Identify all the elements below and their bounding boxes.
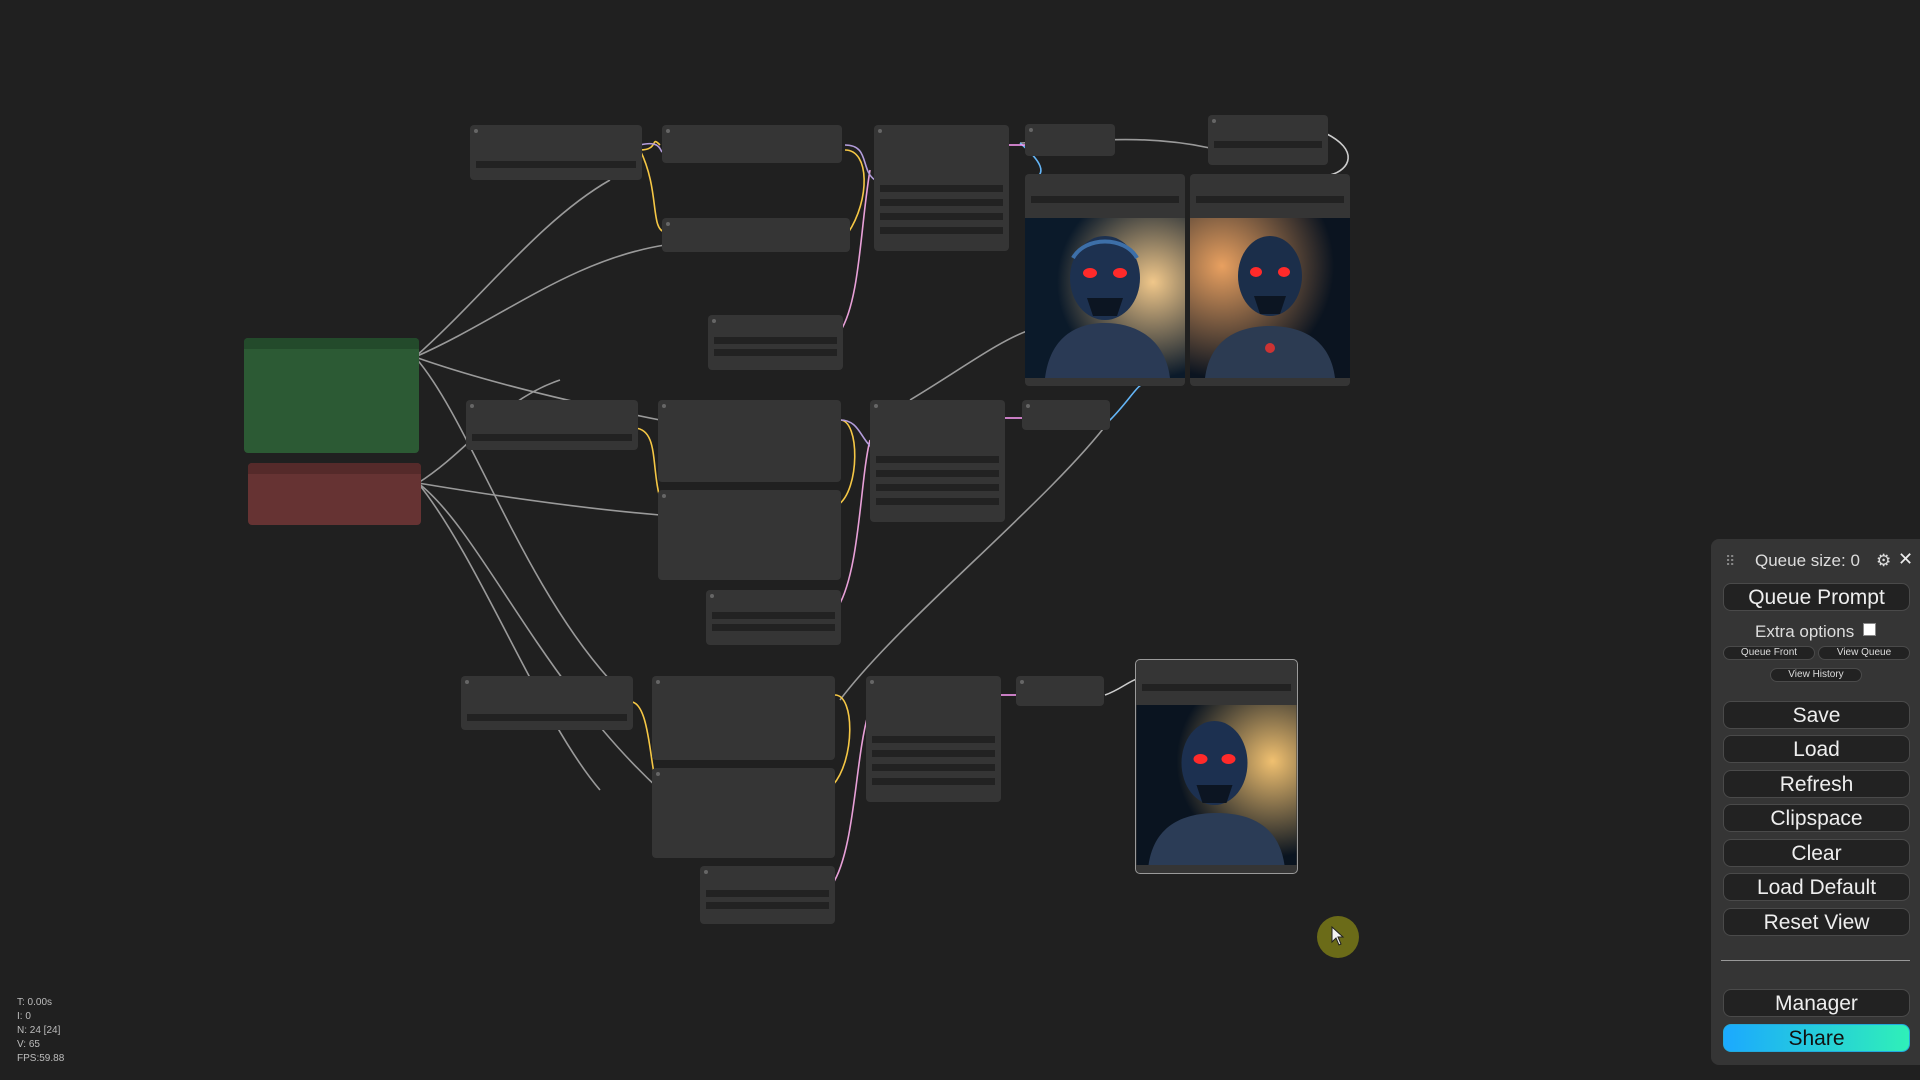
latent-node-3[interactable] — [700, 866, 835, 924]
mouse-pointer-icon — [1331, 926, 1345, 946]
queue-prompt-button[interactable]: Queue Prompt — [1723, 583, 1910, 611]
save-button[interactable]: Save — [1723, 701, 1910, 729]
loader-node-1[interactable] — [470, 125, 642, 180]
drag-handle-icon[interactable]: ⠿ — [1725, 553, 1735, 569]
extra-options-checkbox[interactable] — [1863, 623, 1876, 636]
sampler-node-3[interactable] — [866, 676, 1001, 802]
image-preview-node-2[interactable] — [1190, 174, 1350, 386]
negative-prompt-node[interactable] — [248, 463, 421, 525]
robot-image-1 — [1025, 218, 1185, 378]
model-node-2a[interactable] — [658, 400, 841, 482]
model-node-3a[interactable] — [652, 676, 835, 760]
positive-prompt-node[interactable] — [244, 338, 419, 453]
stat-iterations: I: 0 — [17, 1011, 31, 1022]
vae-decode-node-2[interactable] — [1022, 400, 1110, 430]
view-history-button[interactable]: View History — [1770, 668, 1862, 682]
vae-decode-node-1[interactable] — [1025, 124, 1115, 156]
cursor-highlight — [1317, 916, 1359, 958]
reset-view-button[interactable]: Reset View — [1723, 908, 1910, 936]
manager-button[interactable]: Manager — [1723, 989, 1910, 1017]
share-button[interactable]: Share — [1723, 1024, 1910, 1052]
vae-decode-node-3[interactable] — [1016, 676, 1104, 706]
image-preview-node-1[interactable] — [1025, 174, 1185, 386]
stat-time: T: 0.00s — [17, 997, 53, 1008]
loader-node-2[interactable] — [466, 400, 638, 450]
queue-size-label: Queue size: 0 — [1755, 551, 1860, 570]
latent-node-1[interactable] — [708, 315, 843, 370]
comfy-menu: ⠿ Queue size: 0 ⚙ ✕ Queue Prompt Extra o… — [1711, 539, 1920, 1065]
menu-divider — [1721, 960, 1910, 961]
close-icon[interactable]: ✕ — [1898, 549, 1914, 569]
loader-node-3[interactable] — [461, 676, 633, 730]
sampler-node-2[interactable] — [870, 400, 1005, 522]
robot-image-3 — [1136, 705, 1297, 865]
clipspace-button[interactable]: Clipspace — [1723, 804, 1910, 832]
stat-nodes: N: 24 [24] — [17, 1025, 61, 1036]
model-node-3b[interactable] — [652, 768, 835, 858]
robot-image-2 — [1190, 218, 1350, 378]
model-node-2b[interactable] — [658, 490, 841, 580]
stat-fps: FPS:59.88 — [17, 1053, 65, 1064]
load-default-button[interactable]: Load Default — [1723, 873, 1910, 901]
queue-front-button[interactable]: Queue Front — [1723, 646, 1815, 660]
latent-node-2[interactable] — [706, 590, 841, 645]
refresh-button[interactable]: Refresh — [1723, 770, 1910, 798]
render-stats: T: 0.00s I: 0 N: 24 [24] V: 65 FPS:59.88 — [17, 996, 64, 1066]
load-button[interactable]: Load — [1723, 735, 1910, 763]
view-queue-button[interactable]: View Queue — [1818, 646, 1910, 660]
stat-vertices: V: 65 — [17, 1039, 40, 1050]
model-node-1b[interactable] — [662, 218, 850, 252]
gear-icon[interactable]: ⚙ — [1876, 551, 1892, 570]
sampler-node-1[interactable] — [874, 125, 1009, 251]
image-preview-node-3[interactable] — [1135, 659, 1298, 874]
upscale-node-1[interactable] — [1208, 115, 1328, 165]
model-node-1a[interactable] — [662, 125, 842, 163]
extra-options-label: Extra options — [1755, 622, 1855, 641]
clear-button[interactable]: Clear — [1723, 839, 1910, 867]
